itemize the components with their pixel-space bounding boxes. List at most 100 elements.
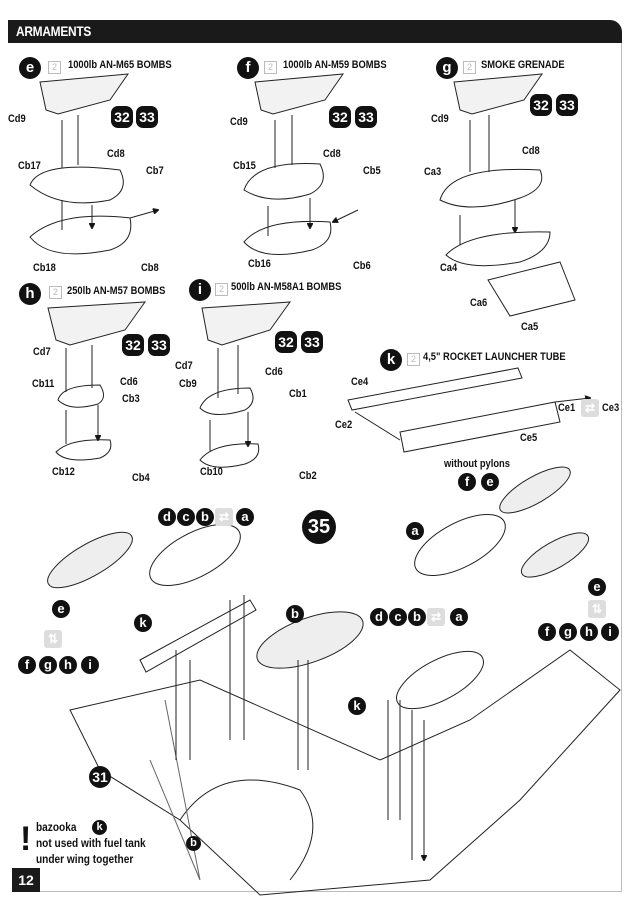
part-label: Cb16 — [248, 258, 271, 270]
option-badge-i: i — [189, 279, 211, 301]
header-title: ARMAMENTS — [16, 23, 92, 39]
part-label: Cd6 — [120, 376, 138, 388]
section-title-k: 4,5" ROCKET LAUNCHER TUBE — [423, 351, 566, 363]
rocket-tube-k — [139, 599, 257, 673]
option-badge-k: k — [348, 697, 366, 715]
swap-vertical-icon: ⇅ — [588, 600, 606, 618]
part-label: Cd9 — [8, 113, 26, 125]
bomb-no-pylon — [499, 466, 571, 514]
pylon-g — [453, 73, 544, 115]
option-badge-a: a — [450, 608, 468, 626]
pylon-h — [47, 301, 147, 346]
without-pylons-label: without pylons — [444, 458, 510, 470]
option-badge-g: g — [39, 656, 57, 674]
part-label: Ca4 — [440, 262, 458, 274]
ref-badge-32: 32 — [329, 106, 351, 128]
part-label: Cb4 — [132, 472, 150, 484]
note-line-1: bazooka — [36, 822, 76, 834]
swap-vertical-icon: ⇅ — [44, 630, 62, 648]
part-label: Cb2 — [299, 470, 317, 482]
page-number: 12 — [12, 868, 40, 892]
swap-icon: ⇄ — [427, 608, 445, 626]
part-label: Cb11 — [32, 378, 55, 390]
option-badge-f: f — [18, 656, 36, 674]
option-badge-b: b — [196, 508, 214, 526]
quantity-box: 2 — [215, 283, 228, 296]
bomb-upper-e — [29, 166, 124, 204]
note-line-3: under wing together — [36, 854, 134, 866]
step-number: 35 — [302, 510, 336, 544]
option-badge-i: i — [81, 656, 99, 674]
ref-badge-33: 33 — [355, 106, 377, 128]
ref-badge-32: 32 — [530, 94, 552, 116]
section-title-g: SMOKE GRENADE — [481, 59, 565, 71]
part-label: Ce1 — [558, 402, 576, 414]
section-title-i: 500lb AN-M58A1 BOMBS — [231, 281, 342, 293]
bomb-pylon-right — [520, 532, 590, 578]
part-label: Ca3 — [424, 166, 442, 178]
option-badge-c: c — [389, 608, 407, 626]
part-label: Cb1 — [289, 388, 307, 400]
option-badge-k: k — [92, 820, 107, 835]
option-badge-h: h — [19, 283, 41, 305]
ref-badge-33: 33 — [148, 334, 170, 356]
option-badge-g: g — [559, 623, 577, 641]
option-badge-e: e — [588, 578, 606, 596]
drop-tank-a-left — [149, 524, 241, 586]
section-title-f: 1000lb AN-M59 BOMBS — [283, 59, 387, 71]
option-badge-a: a — [236, 508, 254, 526]
option-badge-d: d — [370, 608, 388, 626]
part-label: Cb7 — [146, 165, 164, 177]
part-label: Cb12 — [52, 466, 75, 478]
ref-badge-33: 33 — [136, 106, 158, 128]
option-badge-b: b — [186, 836, 201, 851]
note-text: bazooka — [36, 822, 77, 834]
part-label: Ca6 — [470, 297, 488, 309]
page-frame — [14, 43, 622, 892]
bomb-pylon-left — [47, 531, 133, 589]
part-label: Cb18 — [33, 262, 56, 274]
option-badge-a: a — [406, 522, 424, 540]
part-label: Cd8 — [323, 148, 341, 160]
option-badge-f: f — [538, 623, 556, 641]
option-badge-h: h — [580, 623, 598, 641]
warning-icon: ! — [20, 820, 32, 858]
aircraft-wing — [69, 649, 621, 896]
option-badge-e: e — [52, 600, 70, 618]
ref-badge-32: 32 — [122, 334, 144, 356]
ref-badge-32: 32 — [275, 331, 297, 353]
ref-step-badge: 31 — [89, 766, 111, 788]
part-label: Ce2 — [335, 419, 353, 431]
option-badge-i: i — [601, 623, 619, 641]
option-badge-d: d — [158, 508, 176, 526]
part-label: Cd6 — [265, 366, 283, 378]
option-badge-c: c — [177, 508, 195, 526]
ref-badge-33: 33 — [301, 331, 323, 353]
ref-badge-32: 32 — [111, 106, 133, 128]
bomb-lower-e — [29, 215, 132, 255]
part-label: Cb3 — [122, 393, 140, 405]
option-badge-f: f — [237, 57, 259, 79]
option-badge-h: h — [59, 656, 77, 674]
part-label: Ce4 — [351, 376, 369, 388]
quantity-box: 2 — [264, 61, 277, 74]
swap-icon: ⇄ — [581, 399, 599, 417]
part-label: Ca5 — [521, 321, 539, 333]
part-label: Cb17 — [18, 160, 41, 172]
option-badge-f: f — [458, 473, 476, 491]
part-label: Cb15 — [233, 160, 256, 172]
pylon-e — [39, 73, 130, 115]
part-label: Cd9 — [431, 113, 449, 125]
part-label: Cd8 — [107, 148, 125, 160]
pylon-i — [201, 301, 292, 346]
part-label: Cd8 — [522, 145, 540, 157]
drop-tank-a-right — [414, 514, 506, 576]
option-badge-b: b — [286, 605, 304, 623]
option-badge-e: e — [481, 473, 499, 491]
section-title-h: 250lb AN-M57 BOMBS — [67, 285, 166, 297]
part-label: Cd7 — [33, 346, 51, 358]
section-header: ARMAMENTS — [8, 20, 622, 43]
option-badge-k: k — [134, 614, 152, 632]
quantity-box: 2 — [48, 61, 61, 74]
